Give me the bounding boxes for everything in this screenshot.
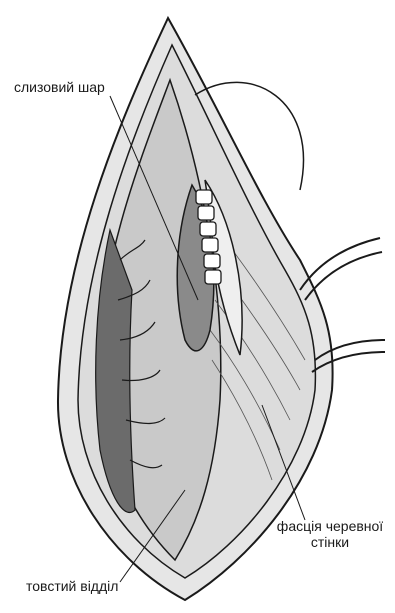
label-colon: товстий відділ (26, 578, 118, 594)
label-mucosa: слизовий шар (14, 79, 105, 95)
label-fascia: фасція черевної стінки (268, 518, 392, 550)
